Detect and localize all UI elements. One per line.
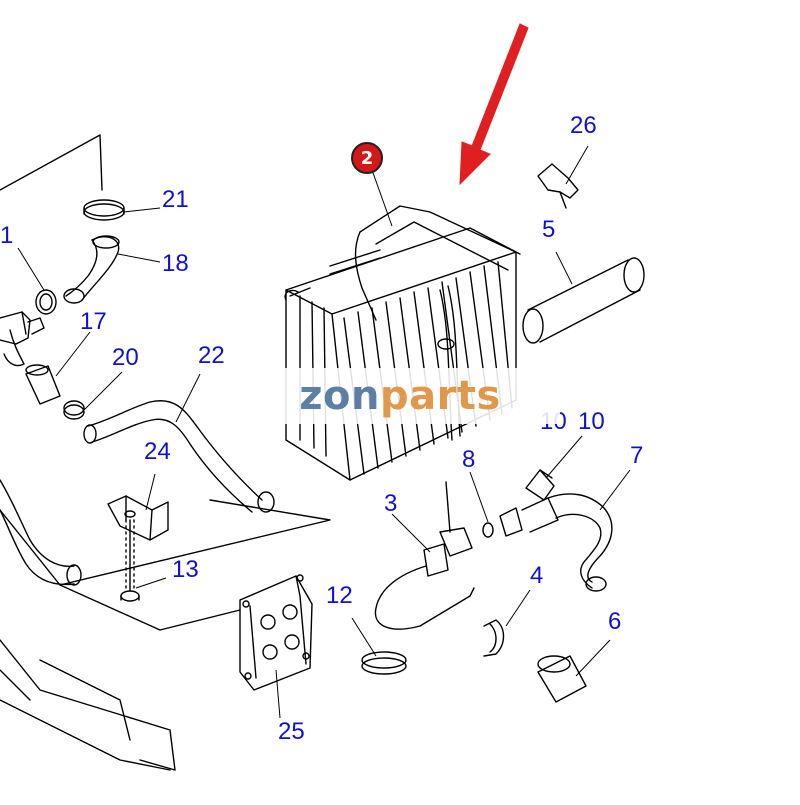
watermark-text-part2: parts <box>379 373 501 419</box>
valve-10-icon <box>525 469 555 501</box>
callout-4: 4 <box>530 562 544 589</box>
control-unit-25-icon <box>239 574 313 691</box>
pointer-arrow-icon <box>459 23 529 186</box>
callout-24: 24 <box>144 438 171 465</box>
clip-26-icon <box>537 163 579 209</box>
heater-core-2-icon <box>284 205 521 481</box>
callout-17: 17 <box>80 308 107 335</box>
callout-20: 20 <box>112 344 139 371</box>
callout-25: 25 <box>278 718 305 745</box>
sensor-3-icon <box>374 481 475 630</box>
sleeve-6-icon <box>537 655 587 703</box>
sleeve-17-icon <box>25 364 61 405</box>
tube-5-icon <box>522 257 645 344</box>
callout-12: 12 <box>326 582 353 609</box>
callout-7: 7 <box>630 442 644 469</box>
clamp-1-icon <box>35 289 57 315</box>
clamp-21-icon <box>83 199 125 221</box>
watermark-text-part1: zon <box>299 373 380 419</box>
callout-22: 22 <box>198 342 225 369</box>
valve-left-icon <box>0 311 45 367</box>
hose-22-icon <box>83 400 275 513</box>
highlight-marker-2: 2 <box>351 142 383 174</box>
elbow-hose-18-icon <box>63 235 120 304</box>
callout-1: 1 <box>0 222 14 249</box>
callout-21: 21 <box>162 186 189 213</box>
band-clamp-12-icon <box>361 651 407 675</box>
hose-left-icon <box>0 479 82 586</box>
callout-3: 3 <box>384 490 398 517</box>
clamp-20-icon <box>63 400 85 420</box>
bolt-13-icon <box>120 519 140 602</box>
o-ring-8-icon <box>482 522 494 538</box>
callout-13: 13 <box>172 556 199 583</box>
clip-4-icon <box>483 619 505 657</box>
callout-5: 5 <box>542 216 556 243</box>
callout-10: 10 <box>578 408 605 435</box>
pipe-7-icon <box>499 493 613 592</box>
callout-18: 18 <box>162 250 189 277</box>
leader-lines <box>17 145 631 719</box>
callout-26: 26 <box>570 112 597 139</box>
callout-8: 8 <box>462 446 476 473</box>
callout-6: 6 <box>608 608 622 635</box>
bracket-24-icon <box>107 495 169 541</box>
